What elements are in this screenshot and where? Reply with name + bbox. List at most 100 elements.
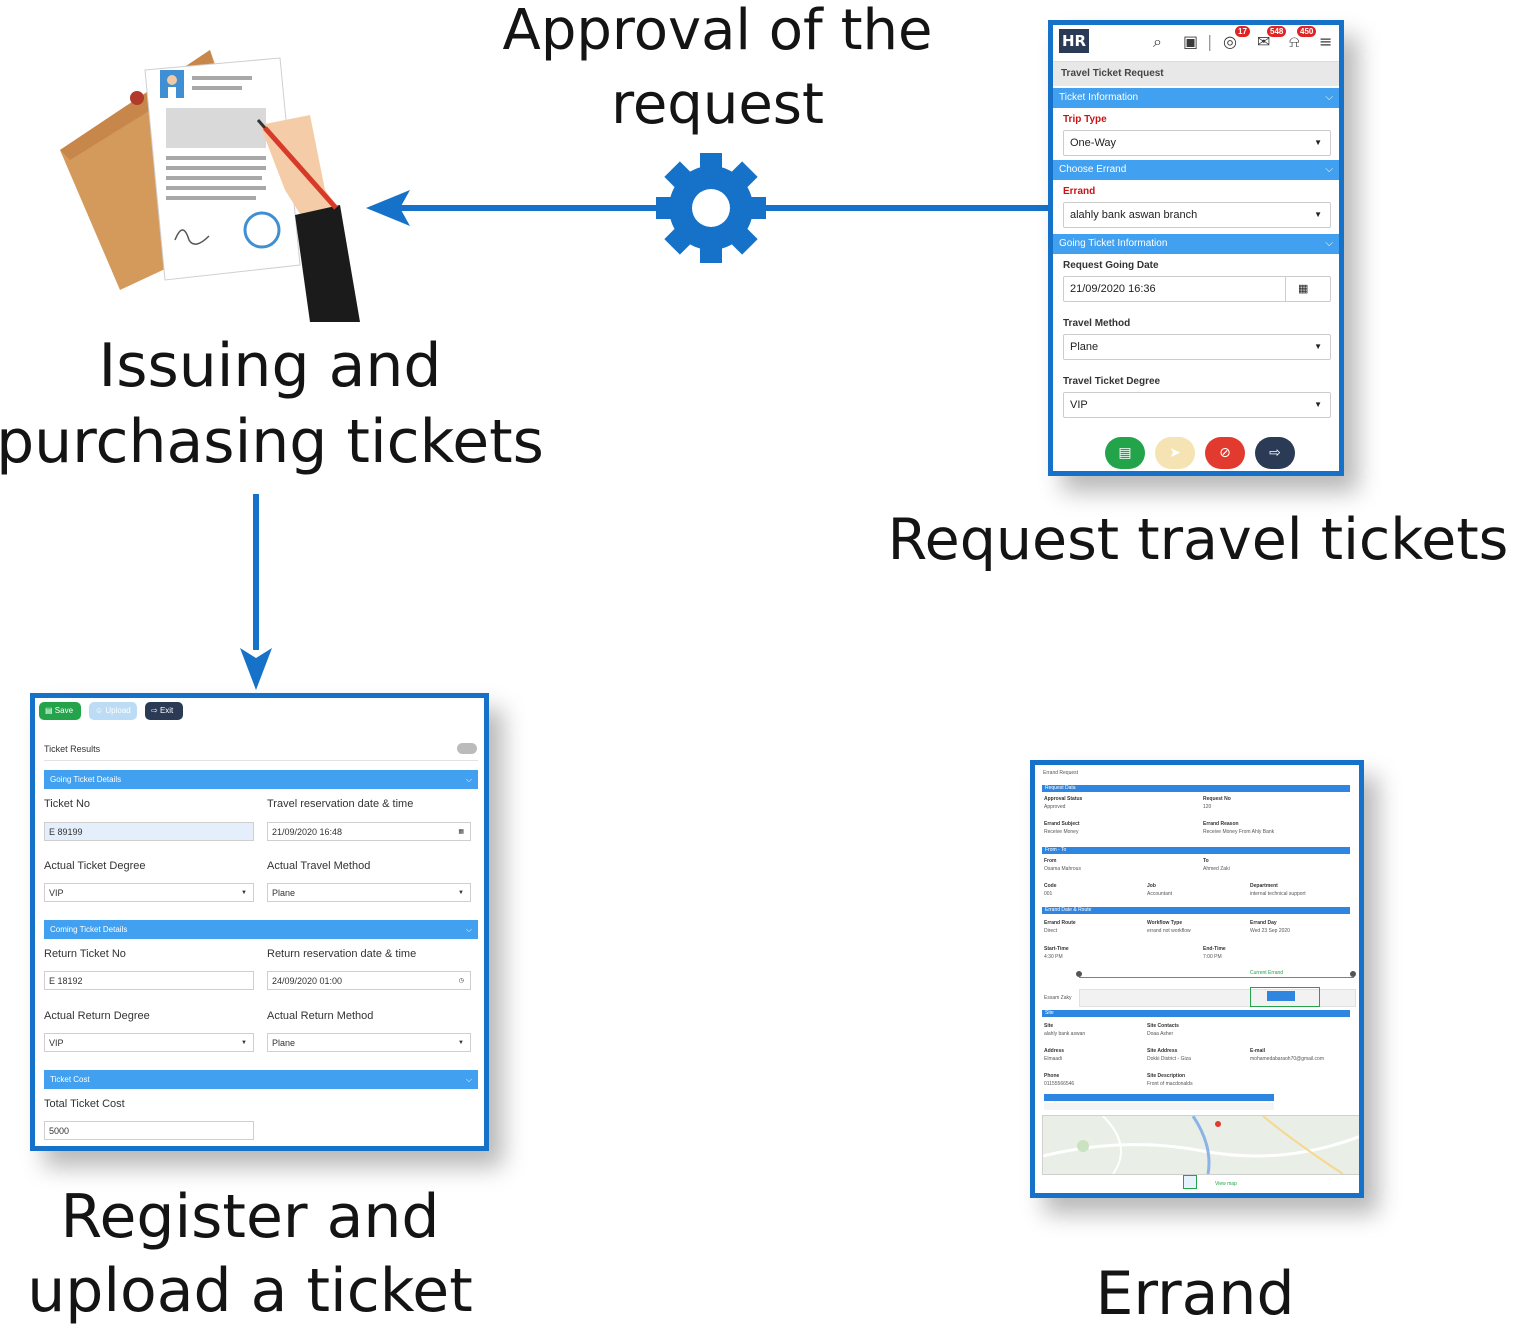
going-date-label: Request Going Date bbox=[1063, 260, 1159, 271]
section-from-to[interactable]: From - To bbox=[1042, 847, 1350, 854]
approval-status-value: Approved bbox=[1044, 804, 1066, 810]
toggle-switch[interactable] bbox=[457, 743, 477, 754]
travel-method-value: Plane bbox=[1070, 341, 1099, 353]
exit-button[interactable]: ⇨ bbox=[1255, 437, 1295, 469]
return-reservation-input[interactable]: 24/09/2020 01:00 ◷ bbox=[267, 971, 471, 990]
globe-icon[interactable]: ◎ bbox=[1223, 32, 1237, 51]
total-cost-value: 5000 bbox=[49, 1126, 70, 1136]
caption-register-line2: upload a ticket bbox=[27, 1256, 473, 1326]
calendar-icon[interactable]: ▦ bbox=[458, 829, 464, 835]
bell-icon[interactable]: ⍾ bbox=[1289, 32, 1300, 51]
day-value: Wed 23 Sep 2020 bbox=[1250, 928, 1290, 934]
save-button[interactable]: ▤ Save bbox=[39, 702, 81, 720]
reservation-input[interactable]: 21/09/2020 16:48▦ bbox=[267, 822, 471, 841]
map-thumbnail-icon[interactable] bbox=[1183, 1175, 1197, 1189]
return-method-select[interactable]: Plane▼ bbox=[267, 1033, 471, 1052]
cancel-icon: ⊘ bbox=[1219, 445, 1231, 461]
to-label: To bbox=[1203, 858, 1209, 864]
current-errand-block[interactable] bbox=[1250, 987, 1320, 1007]
return-degree-select[interactable]: VIP▼ bbox=[44, 1033, 254, 1052]
trip-type-select[interactable]: One-Way▼ bbox=[1063, 130, 1331, 156]
section-ticket-information[interactable]: Ticket Information⌵ bbox=[1053, 88, 1339, 108]
code-label: Code bbox=[1044, 883, 1057, 889]
reservation-label: Travel reservation date & time bbox=[267, 798, 414, 810]
view-map-link[interactable]: View map bbox=[1215, 1181, 1237, 1187]
search-icon[interactable]: ⌕ bbox=[1153, 32, 1162, 51]
section-going-ticket-information[interactable]: Going Ticket Information ⌵ bbox=[1053, 234, 1339, 254]
contacts-table-header bbox=[1044, 1094, 1274, 1101]
exit-label: Exit bbox=[159, 706, 174, 715]
errand-bar[interactable] bbox=[1267, 991, 1295, 1001]
section-label: Ticket Information bbox=[1059, 92, 1139, 103]
section-label: Going Ticket Information bbox=[1059, 238, 1168, 249]
upload-label: Upload bbox=[105, 706, 131, 715]
save-icon: ▤ bbox=[1118, 445, 1132, 461]
dropdown-arrow-icon: ▼ bbox=[241, 890, 247, 896]
ticket-degree-select[interactable]: VIP ▼ bbox=[44, 883, 254, 902]
section-request-data[interactable]: Request Data bbox=[1042, 785, 1350, 792]
section-site[interactable]: Site bbox=[1042, 1010, 1350, 1017]
address-value: Elmaadi bbox=[1044, 1056, 1063, 1062]
upload-button[interactable]: ☺ Upload bbox=[89, 702, 137, 720]
send-button[interactable]: ➤ bbox=[1155, 437, 1195, 469]
site-value: alahly bank aswan bbox=[1044, 1031, 1086, 1037]
section-label: Coming Ticket Details bbox=[50, 925, 128, 934]
mail-icon[interactable]: ✉ bbox=[1257, 32, 1271, 51]
menu-icon[interactable]: ≡ bbox=[1319, 32, 1333, 51]
timeline-line bbox=[1079, 977, 1354, 978]
day-label: Errand Day bbox=[1250, 920, 1277, 926]
caption-issuing-line1: Issuing and bbox=[98, 331, 442, 401]
return-ticket-no-input[interactable]: E 18192 bbox=[44, 971, 254, 990]
request-no-value: 120 bbox=[1203, 804, 1212, 810]
return-ticket-no-value: E 18192 bbox=[49, 976, 83, 986]
chevron-down-icon: ⌵ bbox=[1325, 238, 1333, 249]
travel-method-select[interactable]: Plane▼ bbox=[267, 883, 471, 902]
clock-icon[interactable]: ◷ bbox=[458, 978, 464, 984]
signing-document-illustration bbox=[60, 50, 360, 322]
return-ticket-no-label: Return Ticket No bbox=[44, 948, 126, 960]
chevron-down-icon: ⌵ bbox=[1325, 164, 1333, 175]
section-going-ticket-details[interactable]: Going Ticket Details⌵ bbox=[44, 770, 478, 789]
timeline-end-marker bbox=[1350, 971, 1356, 977]
workflow-label: Workflow Type bbox=[1147, 920, 1183, 926]
exit-button[interactable]: ⇨ Exit bbox=[145, 702, 183, 720]
going-date-input[interactable]: 21/09/2020 16:36▦ bbox=[1063, 276, 1331, 302]
divider bbox=[44, 760, 478, 761]
caption-approval-line1: Approval of the bbox=[502, 0, 933, 63]
arrowhead-left bbox=[366, 190, 410, 226]
section-ticket-cost[interactable]: Ticket Cost ⌵ bbox=[44, 1070, 478, 1089]
errand-request-form: Errand Request Request Data Approval Sta… bbox=[1030, 760, 1364, 1198]
subject-label: Errand Subject bbox=[1044, 821, 1080, 827]
cancel-button[interactable]: ⊘ bbox=[1205, 437, 1245, 469]
scan-icon[interactable]: ▣ bbox=[1183, 32, 1199, 51]
caption-register: Register and upload a ticket bbox=[20, 1180, 480, 1328]
ticket-degree-value: VIP bbox=[1070, 399, 1088, 411]
ticket-no-input[interactable]: E 89199 bbox=[44, 822, 254, 841]
travel-method-label: Travel Method bbox=[1063, 318, 1131, 329]
return-reservation-label: Return reservation date & time bbox=[267, 948, 417, 960]
section-label: Ticket Cost bbox=[50, 1075, 90, 1084]
dropdown-arrow-icon: ▼ bbox=[1314, 342, 1322, 351]
ticket-degree-label: Travel Ticket Degree bbox=[1063, 376, 1161, 387]
caption-issuing: Issuing and purchasing tickets bbox=[0, 328, 560, 480]
dropdown-arrow-icon: ▼ bbox=[241, 1040, 247, 1046]
dropdown-arrow-icon: ▼ bbox=[458, 890, 464, 896]
save-button[interactable]: ▤ bbox=[1105, 437, 1145, 469]
section-errand-date-route[interactable]: Errand Date & Route bbox=[1042, 907, 1350, 914]
start-time-value: 4:30 PM bbox=[1044, 954, 1063, 960]
ticket-degree-value: VIP bbox=[49, 888, 64, 898]
section-coming-ticket-details[interactable]: Coming Ticket Details⌵ bbox=[44, 920, 478, 939]
chevron-down-icon: ⌵ bbox=[465, 1075, 472, 1084]
ticket-degree-select[interactable]: VIP▼ bbox=[1063, 392, 1331, 418]
errand-select[interactable]: alahly bank aswan branch▼ bbox=[1063, 202, 1331, 228]
total-cost-input[interactable]: 5000 bbox=[44, 1121, 254, 1140]
map[interactable] bbox=[1042, 1115, 1359, 1175]
return-reservation-value: 24/09/2020 01:00 bbox=[272, 976, 343, 986]
calendar-icon[interactable]: ▦ bbox=[1285, 277, 1330, 301]
job-label: Job bbox=[1147, 883, 1156, 889]
travel-method-select[interactable]: Plane ▼ bbox=[1063, 334, 1331, 360]
section-choose-errand[interactable]: Choose Errand⌵ bbox=[1053, 160, 1339, 180]
gear-icon bbox=[656, 153, 766, 263]
timeline-person-label: Essam Zaky bbox=[1044, 995, 1072, 1001]
